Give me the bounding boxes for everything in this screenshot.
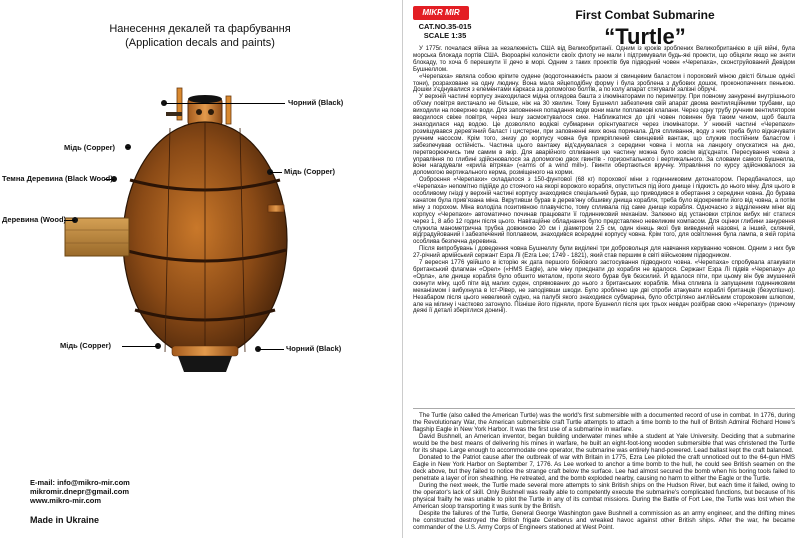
- catalog-number: CAT.NO.35-015: [418, 22, 472, 31]
- title-ua: Нанесення декалей та фарбування: [109, 23, 291, 35]
- hull-plank: [239, 127, 246, 353]
- vertical-propeller-shaft: [166, 112, 182, 116]
- porthole: [208, 109, 214, 115]
- contact-info: E-mail: info@mikro-mir.com mikromir.dnep…: [30, 478, 130, 505]
- label-copper-bottom-left: Мідь (Copper): [60, 341, 112, 350]
- ua-paragraph: «Черепаха» являла собою кріпите судене (…: [413, 72, 795, 94]
- lead-ballast: [178, 356, 232, 372]
- history-panel: MIKR MIR CAT.NO.35-015 SCALE 1:35 First …: [405, 0, 800, 538]
- conning-tower-top: [188, 95, 222, 103]
- ukrainian-text: У 1775г. почалася війна за незалежність …: [413, 45, 795, 315]
- title-en: (Application decals and paints): [125, 37, 275, 49]
- ua-paragraph: 7 вересня 1776 увійшло в історію як дата…: [413, 259, 795, 315]
- email-1[interactable]: E-mail: info@mikro-mir.com: [30, 478, 130, 487]
- main-title: “Turtle”: [604, 24, 686, 49]
- ua-paragraph: Озброєння «Черепахи» складалося з 150-фу…: [413, 176, 795, 246]
- brand-logo: MIKR MIR: [413, 6, 469, 20]
- label-black-bottom: Чорний (Black): [286, 344, 342, 353]
- en-paragraph: David Bushnell, an American inventor, be…: [413, 433, 795, 454]
- ua-paragraph: У 1775г. почалася війна за незалежність …: [413, 45, 795, 73]
- made-in-label: Made in Ukraine: [30, 515, 100, 525]
- paint-guide-title: Нанесення декалей та фарбування (Applica…: [60, 22, 340, 50]
- en-paragraph: During the next week, the Turtle made se…: [413, 482, 795, 510]
- en-paragraph: Donated to the Patriot cause after the o…: [413, 454, 795, 482]
- label-copper-top-left: Мідь (Copper): [64, 143, 116, 152]
- turtle-submarine-illustration: [64, 87, 288, 372]
- scale: SCALE 1:35: [423, 31, 467, 40]
- decal-paint-panel: Нанесення декалей та фарбування (Applica…: [2, 22, 344, 525]
- en-paragraph: Despite the failures of the Turtle, Gene…: [413, 510, 795, 531]
- porthole: [196, 109, 202, 115]
- vent-pipe-left: [176, 87, 183, 121]
- wooden-rudder: [64, 217, 130, 257]
- ua-paragraph: У верхній частині корпусу знаходилася мі…: [413, 93, 795, 177]
- subtitle: First Combat Submarine: [575, 8, 715, 22]
- label-wood: Деревина (Wood): [2, 215, 67, 224]
- catalog-info: CAT.NO.35-015 SCALE 1:35: [413, 22, 477, 40]
- section-divider: [413, 408, 795, 409]
- vent-pipe-right: [225, 95, 232, 125]
- english-text: The Turtle (also called the American Tur…: [413, 412, 795, 531]
- panel-divider: [402, 0, 403, 538]
- copper-keel: [171, 345, 239, 357]
- en-paragraph: The Turtle (also called the American Tur…: [413, 412, 795, 433]
- ua-paragraph: Після випробувань і доведення човна Бушн…: [413, 245, 795, 260]
- label-dark-wood: Темна Деревина (Black Wood): [2, 174, 113, 183]
- email-2[interactable]: mikromir.dnepr@gmail.com: [30, 487, 130, 496]
- website[interactable]: www.mikro-mir.com: [30, 496, 101, 505]
- label-copper-right: Мідь (Copper): [284, 167, 336, 176]
- copper-fitting-right: [267, 204, 285, 213]
- label-black-top: Чорний (Black): [288, 98, 344, 107]
- hull-plank: [164, 127, 171, 353]
